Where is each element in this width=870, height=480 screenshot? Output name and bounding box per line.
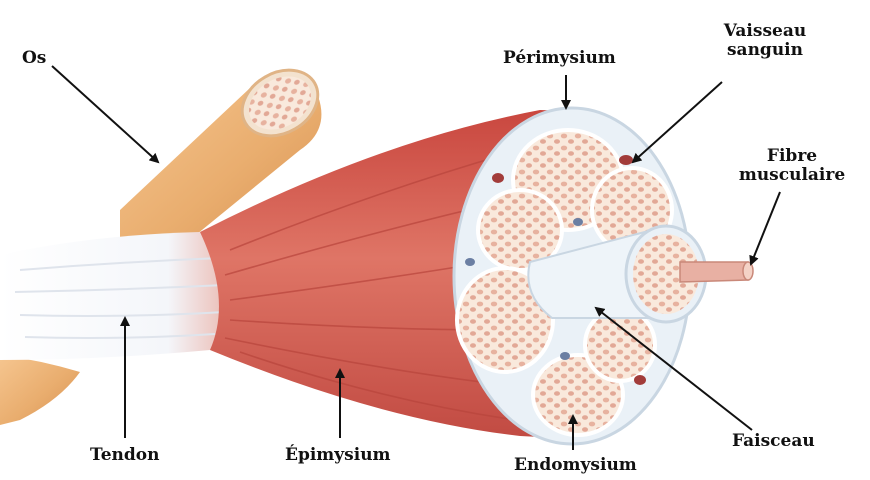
arrow-os bbox=[52, 66, 158, 162]
label-fibre-line2: musculaire bbox=[733, 166, 851, 185]
label-faisceau: Faisceau bbox=[732, 432, 815, 451]
label-vaisseau-sanguin: Vaisseau sanguin bbox=[716, 22, 814, 60]
label-vaisseau-line1: Vaisseau bbox=[716, 22, 814, 41]
muscle-fibre bbox=[680, 262, 753, 282]
label-perimysium: Périmysium bbox=[503, 49, 616, 68]
arrow-fibre bbox=[751, 192, 780, 264]
label-vaisseau-line2: sanguin bbox=[716, 41, 814, 60]
label-fibre-line1: Fibre bbox=[733, 147, 851, 166]
label-tendon: Tendon bbox=[90, 446, 159, 465]
tendon-shape bbox=[0, 232, 240, 360]
label-endomysium: Endomysium bbox=[514, 456, 637, 475]
label-os: Os bbox=[22, 49, 46, 68]
label-epimysium: Épimysium bbox=[285, 446, 391, 465]
arrow-vaisseau bbox=[633, 82, 722, 162]
bone-lower bbox=[0, 355, 80, 425]
label-fibre-musculaire: Fibre musculaire bbox=[733, 147, 851, 185]
